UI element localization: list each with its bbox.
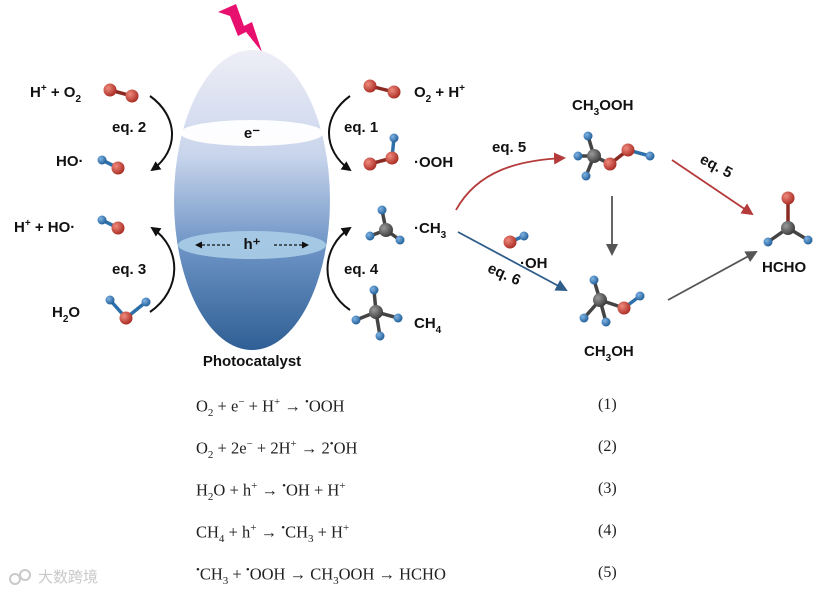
photocatalyst-particle: e⁻ h⁺ [174,50,330,350]
right-mid-species: ·OOH [414,154,453,171]
right-bottom-species: CH4 [414,315,442,336]
equation-row: •CH3 + •OOH → CH3OOH → HCHO (5) [0,564,832,594]
methane-molecule [351,285,403,341]
eq2-arrow [149,95,173,172]
equation-4: CH4 + h+ → •CH3 + H+ [196,522,350,545]
electron-label: e⁻ [244,125,260,142]
eq5-diagonal-arrow [671,159,754,216]
eq1-arrow [328,95,352,172]
left-top-species: H+ + O2 [30,83,81,105]
formaldehyde-label: HCHO [762,259,806,276]
conduction-band-disc [180,120,324,146]
equation-number: (5) [598,564,617,581]
methanol-molecule [579,275,645,327]
methanol-to-formaldehyde-arrow [667,251,758,301]
equation-row: CH4 + h+ → •CH3 + H+ (4) [0,522,832,552]
eq4-arrow [326,226,352,311]
methanol-label: CH3OH [584,343,634,364]
equation-2: O2 + 2e− + 2H+ → 2•OH [196,438,358,461]
methyl-hydroperoxide-label: CH3OOH [572,97,633,118]
eq4-label: eq. 4 [344,261,379,278]
left-bottom-species: H2O [52,304,80,325]
valence-band-disc [178,231,326,259]
eq1-label: eq. 1 [344,119,378,136]
eq6-arrow [457,231,568,291]
hydroxyl-molecule [97,215,125,235]
right-top-species: O2 + H+ [414,83,465,105]
eq5-diag-label: eq. 5 [697,151,735,182]
photocatalyst-label: Photocatalyst [203,353,301,370]
methyl-molecule [365,205,405,245]
left-low-species: H+ + HO· [14,218,75,236]
equation-number: (3) [598,480,617,497]
hydroperoxyl-molecule [363,133,399,171]
eq3-label: eq. 3 [112,261,146,278]
watermark: 大数跨境 [8,566,98,587]
equation-row: O2 + e− + H+ → •OOH (1) [0,396,832,426]
eq3-arrow [149,226,176,313]
equation-row: H2O + h+ → •OH + H+ (3) [0,480,832,510]
equation-number: (4) [598,522,617,539]
lightning-icon [218,4,262,52]
equation-number: (2) [598,438,617,455]
hydroxyl-molecule [97,155,125,175]
hydroxyl-molecule [503,231,529,249]
left-mid-species: HO· [56,153,84,170]
hole-label: h⁺ [243,236,260,253]
eq5-arrow [455,152,566,211]
equation-row: O2 + 2e− + 2H+ → 2•OH (2) [0,438,832,468]
molecules [97,79,813,341]
eq2-label: eq. 2 [112,119,146,136]
eq5-top-label: eq. 5 [492,139,526,156]
oxygen-molecule [103,83,139,103]
formaldehyde-molecule [763,191,813,247]
watermark-logo-icon [9,568,31,585]
equation-3: H2O + h+ → •OH + H+ [196,480,346,503]
hydroxyl-radical-label: ·OH [520,255,548,272]
right-low-species: ·CH3 [414,220,447,241]
oxygen-molecule [363,79,401,99]
watermark-text: 大数跨境 [38,568,99,586]
methyl-hydroperoxide-molecule [573,131,655,181]
equation-number: (1) [598,396,617,413]
equation-1: O2 + e− + H+ → •OOH [196,396,345,419]
water-molecule [105,295,151,325]
equation-5: •CH3 + •OOH → CH3OOH → HCHO [196,564,446,587]
